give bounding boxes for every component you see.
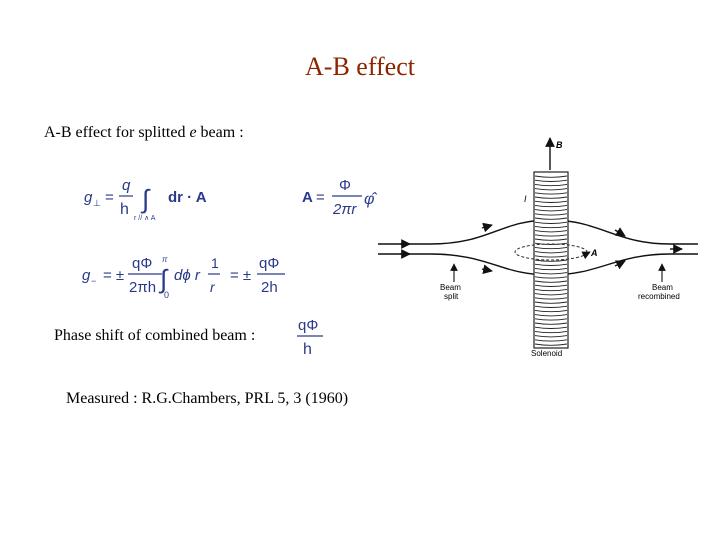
beam-arrow-3 <box>481 222 493 233</box>
coil-winding <box>534 305 568 308</box>
flux-loop-arrow <box>581 251 591 260</box>
slide-title: A-B effect <box>305 52 415 81</box>
eq1-integrand: dr · A <box>168 189 207 206</box>
coil-winding <box>534 188 568 191</box>
coil-winding <box>534 263 568 266</box>
eq2-equals: = <box>316 189 325 206</box>
subtitle-prefix: A-B effect for splitted <box>44 124 190 141</box>
label-solenoid: Solenoid <box>531 349 562 358</box>
eq3-lhs-sub: − <box>91 276 96 286</box>
label-beam-recombined-2: recombined <box>638 292 680 301</box>
coil-winding <box>534 204 568 208</box>
coil-winding <box>534 330 568 334</box>
eq1-lhs-sub: ⊥ <box>93 198 101 208</box>
coil-winding <box>534 251 568 254</box>
coil-winding <box>534 242 568 245</box>
coil-winding <box>534 217 568 220</box>
coil-winding <box>534 238 568 241</box>
coil-winding <box>534 234 568 237</box>
coil-winding <box>534 280 568 283</box>
label-i: I <box>524 194 527 204</box>
coil-winding <box>534 221 568 224</box>
coil-winding <box>534 175 568 178</box>
beam-arrow-5 <box>614 227 626 237</box>
aharonov-bohm-diagram: B A I Beam split Beam recombined Solenoi… <box>378 137 698 358</box>
coil-winding <box>534 183 568 187</box>
equation-g-perp: g ⊥ = q h ∫ r // ∧ A dr · A <box>84 177 207 222</box>
coil-winding <box>534 297 568 300</box>
slide-subtitle: A-B effect for splitted e beam : <box>44 124 244 142</box>
coil-winding <box>534 335 568 338</box>
eq3-numerator-3: qΦ <box>259 255 279 272</box>
eq1-numerator: q <box>122 177 131 194</box>
subtitle-suffix: beam : <box>196 124 244 141</box>
eq3-integral: ∫ <box>158 264 169 294</box>
coil-winding <box>534 288 568 292</box>
beam-arrow-4 <box>481 264 493 275</box>
eq3-lhs: g <box>82 267 91 284</box>
eq3-denominator-2: r <box>210 279 216 295</box>
label-beam-split-2: split <box>444 292 459 301</box>
coil-winding <box>534 276 568 279</box>
eq3-numerator-2: 1 <box>211 255 219 271</box>
coil-winding <box>534 259 568 262</box>
eq1-denominator: h <box>120 201 129 218</box>
eq3-denominator-1: 2πh <box>129 279 156 296</box>
coil-winding <box>534 343 568 346</box>
eq2-denominator: 2πr <box>332 201 357 218</box>
beam-arrow-6 <box>614 260 626 270</box>
eq2-phi-hat: φ̂ <box>364 191 377 208</box>
coil-winding <box>534 309 568 313</box>
coil-winding <box>534 293 568 296</box>
eq1-lhs: g <box>84 189 93 206</box>
coil-winding <box>534 301 568 304</box>
equation-g-minus: g − = ± qΦ 2πh π ∫ 0 dϕ r 1 r = ± qΦ 2h <box>82 255 285 300</box>
equation-phase-shift: qΦ h <box>297 317 323 358</box>
label-beam-recombined-1: Beam <box>652 283 673 292</box>
eq2-lhs: A <box>302 189 313 206</box>
coil-winding <box>534 225 568 229</box>
coil-winding <box>534 318 568 321</box>
coil-winding <box>534 213 568 216</box>
eq3-denominator-3: 2h <box>261 279 278 296</box>
eq2-numerator: Φ <box>339 177 351 194</box>
equation-vector-potential: A = Φ 2πr φ̂ <box>302 177 377 218</box>
label-a: A <box>590 248 598 258</box>
coil-winding <box>534 230 568 233</box>
coil-winding <box>534 255 568 258</box>
eq3-integral-bottom: 0 <box>164 290 169 300</box>
eq1-integral: ∫ <box>140 184 151 214</box>
subtitle-variable: e <box>189 124 197 141</box>
eq3-integral-top: π <box>162 255 168 264</box>
phase-shift-label: Phase shift of combined beam : <box>54 327 256 344</box>
eq1-integral-sub: r // ∧ A <box>134 215 156 222</box>
coil-winding <box>534 192 568 195</box>
eq4-denominator: h <box>303 341 312 358</box>
solenoid-coils <box>534 175 568 346</box>
eq4-numerator: qΦ <box>298 317 318 334</box>
eq3-plus-minus-1: = ± <box>103 267 124 284</box>
eq3-dphi-r: dϕ r <box>174 267 201 284</box>
measured-reference: Measured : R.G.Chambers, PRL 5, 3 (1960) <box>66 390 349 407</box>
label-beam-split-1: Beam <box>440 283 461 292</box>
coil-winding <box>534 200 568 203</box>
label-b: B <box>556 140 563 150</box>
coil-winding <box>534 246 568 250</box>
coil-winding <box>534 314 568 317</box>
coil-winding <box>534 272 568 275</box>
eq3-plus-minus-2: = ± <box>230 267 251 284</box>
coil-winding <box>534 339 568 342</box>
eq1-equals: = <box>105 189 114 206</box>
coil-winding <box>534 196 568 199</box>
coil-winding <box>534 267 568 271</box>
coil-winding <box>534 179 568 182</box>
coil-winding <box>534 322 568 325</box>
coil-winding <box>534 209 568 212</box>
coil-winding <box>534 284 568 287</box>
eq3-numerator-1: qΦ <box>132 255 152 272</box>
coil-winding <box>534 326 568 329</box>
